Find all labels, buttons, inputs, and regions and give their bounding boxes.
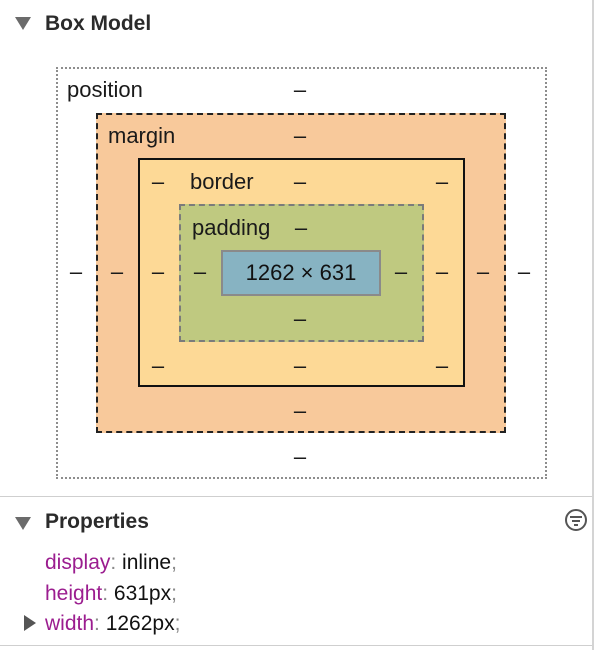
padding-left-value[interactable]: – bbox=[193, 259, 207, 284]
position-label: position bbox=[67, 77, 143, 102]
margin-right-value[interactable]: – bbox=[476, 259, 490, 284]
margin-bottom-value[interactable]: – bbox=[293, 398, 307, 423]
border-corner-top-right-value[interactable]: – bbox=[435, 169, 449, 194]
border-right-value[interactable]: – bbox=[435, 259, 449, 284]
position-top-value[interactable]: – bbox=[293, 77, 307, 102]
position-left-value[interactable]: – bbox=[69, 259, 83, 284]
property-name: width bbox=[45, 612, 95, 635]
border-label: border bbox=[190, 169, 254, 194]
margin-label: margin bbox=[108, 123, 176, 148]
margin-top-value[interactable]: – bbox=[293, 123, 307, 148]
border-bottom-value[interactable]: – bbox=[293, 353, 307, 378]
filter-icon[interactable] bbox=[565, 509, 587, 531]
padding-bottom-value[interactable]: – bbox=[293, 306, 307, 331]
bottom-divider bbox=[0, 645, 592, 646]
border-corner-top-left-value[interactable]: – bbox=[151, 169, 165, 194]
property-value: 1262px bbox=[105, 612, 175, 635]
border-corner-bottom-right-value[interactable]: – bbox=[435, 353, 449, 378]
property-name: display bbox=[45, 551, 111, 574]
collapse-triangle-icon[interactable] bbox=[15, 17, 31, 30]
position-bottom-value[interactable]: – bbox=[293, 444, 307, 469]
property-row-height[interactable]: height: 631px; bbox=[45, 582, 177, 605]
margin-left-value[interactable]: – bbox=[110, 259, 124, 284]
collapse-triangle-icon[interactable] bbox=[15, 517, 31, 530]
border-top-value[interactable]: – bbox=[293, 169, 307, 194]
panel-edge bbox=[592, 0, 594, 650]
border-left-value[interactable]: – bbox=[151, 259, 165, 284]
padding-right-value[interactable]: – bbox=[394, 259, 408, 284]
content-size[interactable]: 1262 × 631 bbox=[245, 260, 357, 285]
properties-header[interactable]: Properties bbox=[0, 497, 592, 541]
property-value: inline bbox=[122, 551, 172, 574]
padding-label: padding bbox=[192, 215, 271, 240]
content-box bbox=[221, 250, 381, 296]
box-model-title: Box Model bbox=[45, 12, 152, 35]
property-value: 631px bbox=[113, 582, 172, 605]
property-row-display[interactable]: display: inline; bbox=[45, 551, 177, 574]
section-divider bbox=[0, 496, 592, 497]
border-corner-bottom-left-value[interactable]: – bbox=[151, 353, 165, 378]
expand-triangle-icon[interactable] bbox=[24, 615, 36, 631]
property-row-width[interactable]: width: 1262px; bbox=[45, 612, 181, 635]
position-right-value[interactable]: – bbox=[517, 259, 531, 284]
property-name: height bbox=[45, 582, 103, 605]
box-model-header[interactable]: Box Model bbox=[0, 0, 592, 44]
padding-top-value[interactable]: – bbox=[294, 215, 308, 240]
properties-title: Properties bbox=[45, 510, 149, 533]
